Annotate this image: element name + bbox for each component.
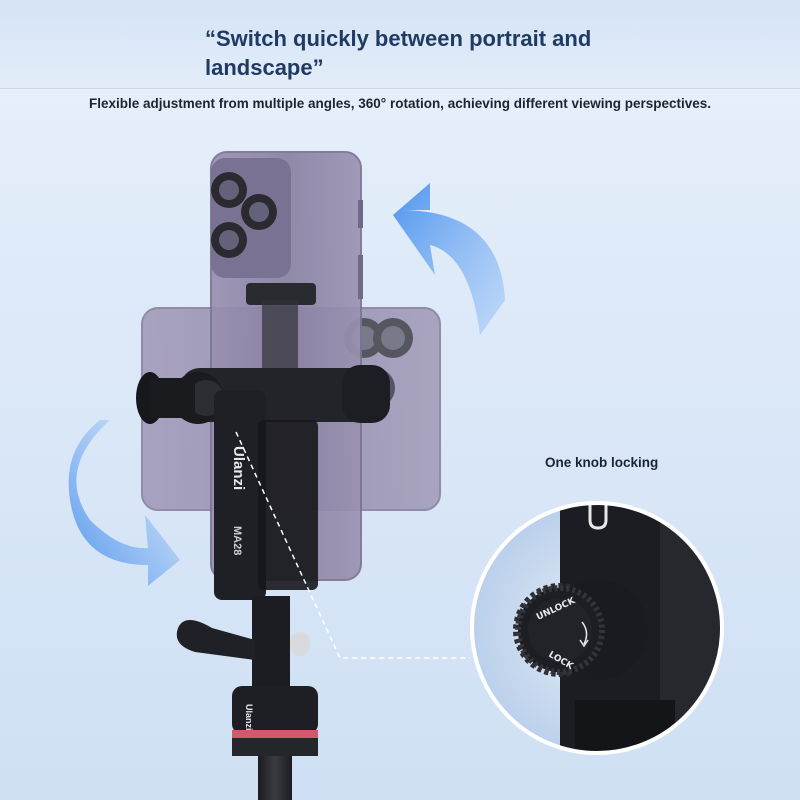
callout-leader-line (235, 431, 470, 659)
zoom-callout: UNLOCK LOCK (470, 501, 724, 755)
model-label: MA28 (231, 526, 243, 555)
phone-holder-clamp: Ulanzi MA28 (136, 283, 390, 600)
header-banner (0, 0, 800, 89)
page-subtitle: Flexible adjustment from multiple angles… (88, 96, 712, 111)
page-title: “Switch quickly between portrait and lan… (205, 26, 592, 80)
rotate-counterclockwise-arrow-icon (68, 420, 180, 586)
lock-knob-icon[interactable]: UNLOCK LOCK (513, 580, 648, 680)
collar-brand-label: Ulanzi (244, 704, 254, 731)
rotate-clockwise-arrow-icon (393, 183, 505, 335)
brand-label: Ulanzi (230, 446, 247, 490)
callout-label: One knob locking (545, 455, 659, 470)
tripod-mount: Ulanzi (176, 596, 318, 800)
